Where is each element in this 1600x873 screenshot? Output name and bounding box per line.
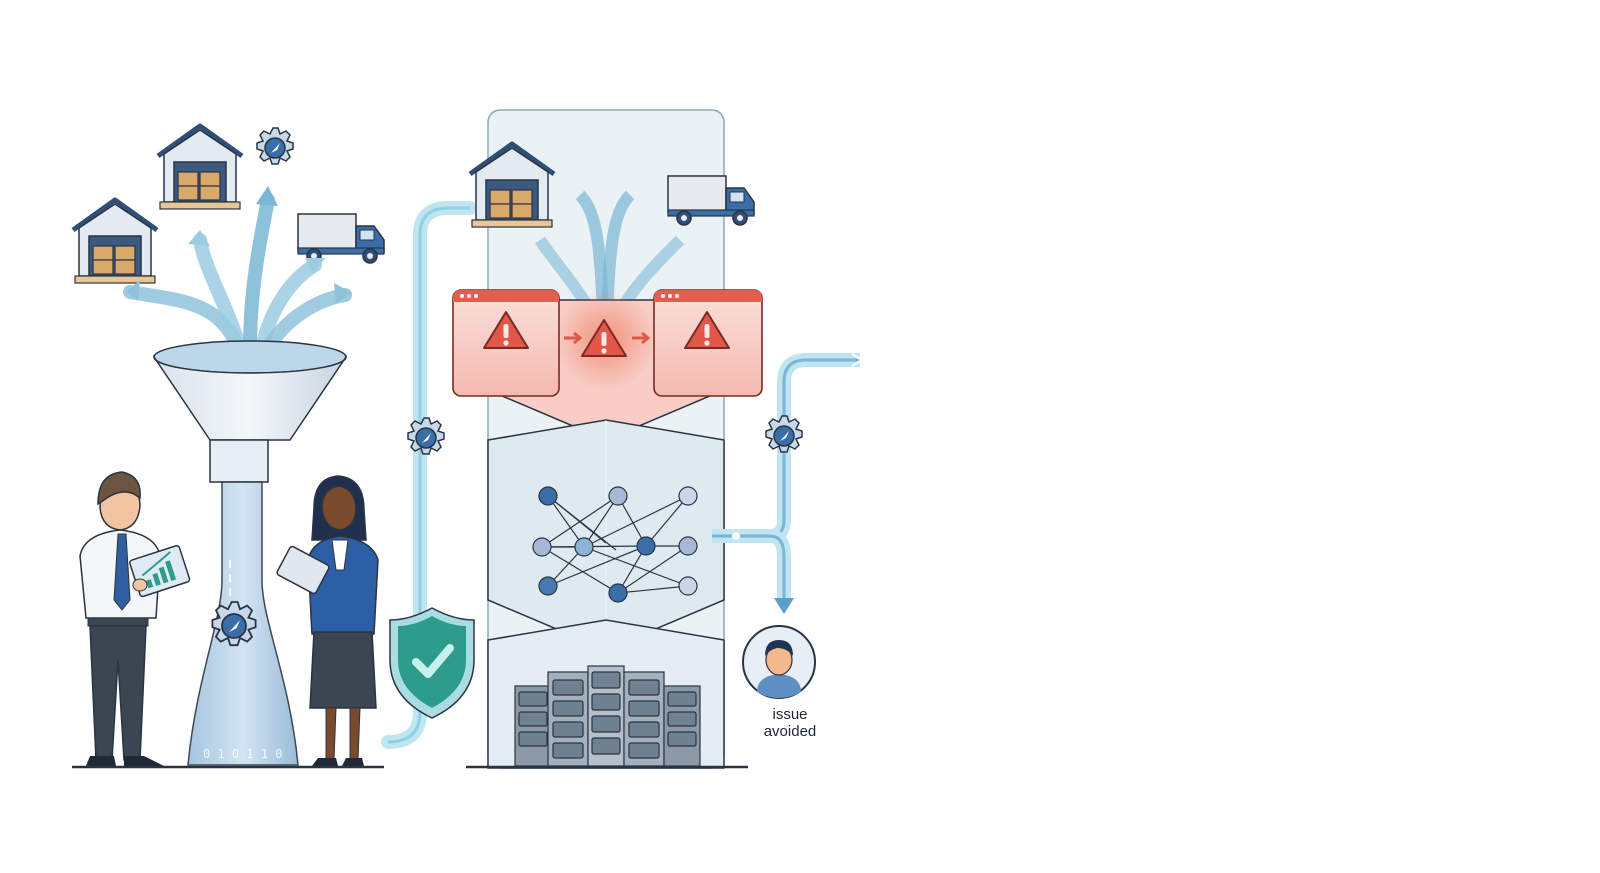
issue-avoided-avatar xyxy=(742,625,816,699)
gear-compass-icon xyxy=(256,127,294,165)
truck-icon xyxy=(297,213,385,264)
connector-stage1-stage2 xyxy=(381,201,477,749)
alert-window xyxy=(452,289,560,397)
alert-window xyxy=(653,289,763,397)
connector-stage2-stage3 xyxy=(712,353,864,614)
warehouse-icon xyxy=(158,126,242,209)
gear-compass-icon xyxy=(211,601,257,647)
neural-network xyxy=(532,486,698,603)
funnel: 0 1 0 1 1 0 xyxy=(153,340,347,766)
arrow-right xyxy=(564,331,583,345)
shield-check-icon xyxy=(389,607,475,719)
gear-compass-icon xyxy=(765,415,803,453)
warehouse-icon xyxy=(73,200,157,283)
arrow-right xyxy=(632,331,651,345)
woman-with-tablet xyxy=(276,475,379,766)
stage-2-ai-issue-prevention xyxy=(452,109,763,769)
gear-compass-icon xyxy=(407,417,445,455)
man-with-tablet xyxy=(79,471,191,766)
flow-arrows xyxy=(123,186,352,355)
stage-1-data-funnel: 0 1 0 1 1 0 xyxy=(72,126,385,769)
issue-avoided-label: issue avoided xyxy=(763,706,817,740)
binary-digits: 0 1 0 1 1 0 xyxy=(203,747,282,761)
